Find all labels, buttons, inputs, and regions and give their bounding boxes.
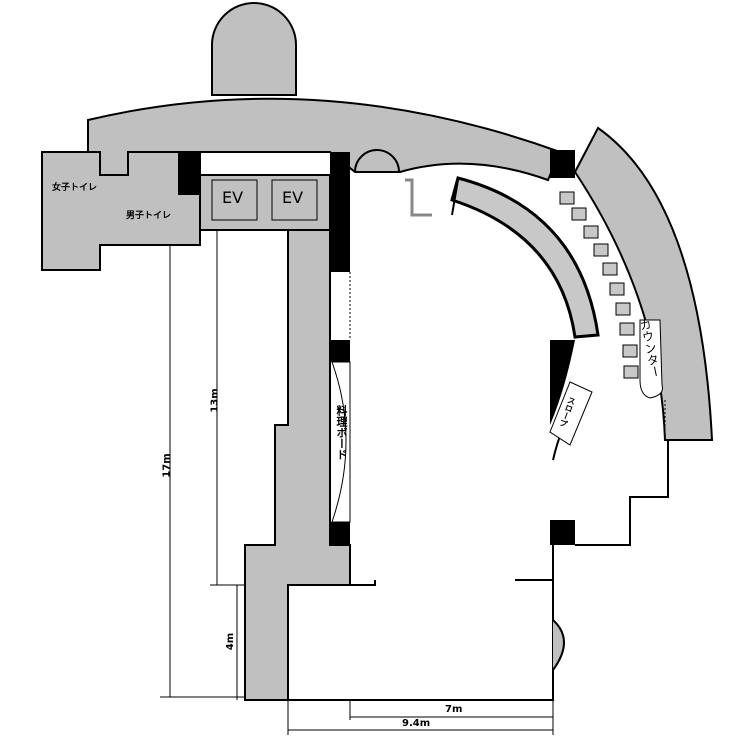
slope	[549, 381, 593, 446]
dimension-4m: 4m	[225, 632, 237, 651]
dimension-13m: 13m	[209, 388, 221, 413]
mens-toilet-label: 男子トイレ	[126, 211, 172, 221]
walls	[178, 150, 575, 545]
dimension-7m: 7m	[445, 704, 463, 715]
elevator-1-label: EV	[222, 188, 244, 207]
elevator-2-box	[271, 179, 318, 221]
counter-area	[573, 126, 714, 441]
dimension-lines	[160, 230, 554, 735]
vertical-corridor	[244, 229, 351, 701]
elevator-2-label: EV	[282, 188, 304, 207]
staircase	[211, 2, 297, 96]
seating-arc	[450, 176, 600, 339]
dimension-9-4m: 9.4m	[402, 718, 431, 729]
womens-toilet-label: 女子トイレ	[52, 183, 98, 193]
food-board	[331, 361, 351, 523]
elevator-1-box	[211, 179, 258, 221]
dimension-17m: 17m	[161, 453, 173, 478]
food-board-label: 料理ボード	[335, 405, 348, 460]
chairs	[559, 191, 639, 379]
